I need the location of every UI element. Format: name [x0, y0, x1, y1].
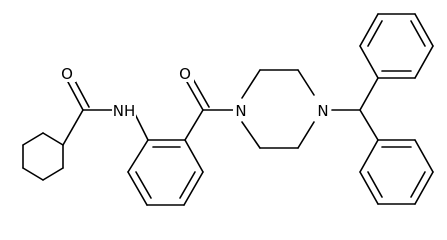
benzhydryl-linker [331, 77, 379, 141]
atom-label-nh-amide: NH [113, 102, 136, 120]
atom-label-nitrogen-right: N [317, 102, 328, 120]
benzene-ring [127, 139, 204, 206]
atom-label-oxygen-amide: O [61, 65, 73, 83]
phenyl-ring-top [359, 13, 434, 79]
molecule-structure: O NH O N N [22, 13, 434, 206]
piperazine-ring [241, 69, 315, 149]
cyclohexane-ring [22, 132, 64, 181]
carbonyl-group [184, 78, 235, 141]
atom-label-nitrogen-left: N [235, 102, 246, 120]
phenyl-ring-bottom [359, 139, 434, 205]
atom-label-oxygen-ketone: O [179, 65, 191, 83]
